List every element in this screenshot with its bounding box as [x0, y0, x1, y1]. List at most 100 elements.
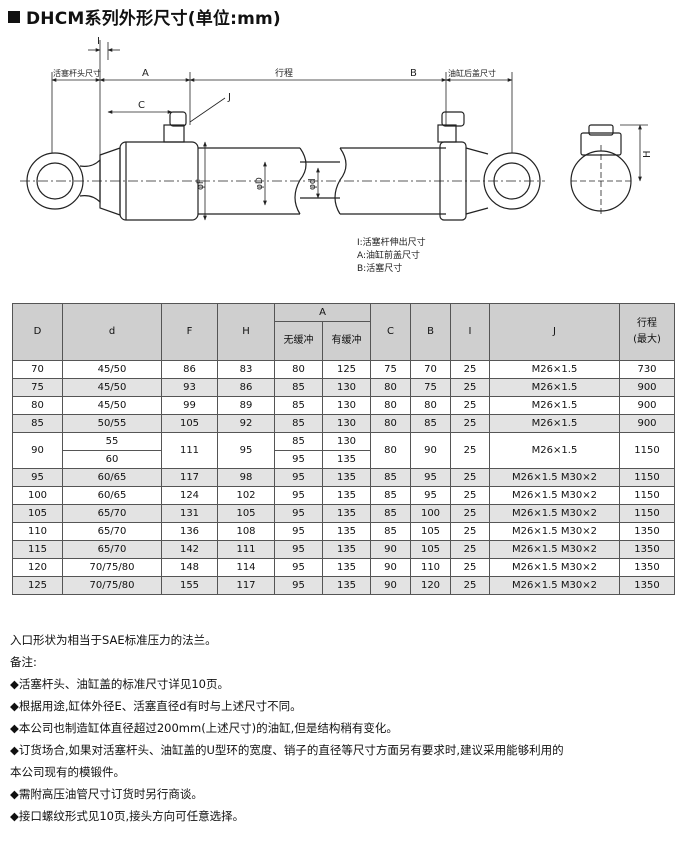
cell-A2: 135: [322, 504, 371, 523]
cell-A2: 135: [322, 576, 371, 595]
cell-C: 80: [370, 414, 411, 433]
cell-A2: 125: [322, 360, 371, 379]
cell-I: 25: [450, 486, 490, 505]
cell-D: 100: [12, 486, 63, 505]
cell-A1: 80: [274, 360, 323, 379]
cell-F: 148: [161, 558, 218, 577]
cell-F: 124: [161, 486, 218, 505]
cell-d: 60: [62, 450, 162, 469]
cell-A1: 95: [274, 522, 323, 541]
cell-F: 86: [161, 360, 218, 379]
cell-H: 102: [217, 486, 275, 505]
cell-A2: 135: [322, 468, 371, 487]
cell-H: 86: [217, 378, 275, 397]
cell-d: 45/50: [62, 378, 162, 397]
dim-d-label: φd: [308, 178, 318, 190]
table-row: 75 45/50 93 86 85 130 80 75 25 M26×1.5 9…: [12, 378, 675, 397]
note-line: 备注:: [10, 655, 37, 669]
cell-D: 105: [12, 504, 63, 523]
table-row: 95 60/65 117 98 95 135 85 95 25 M26×1.5 …: [12, 468, 675, 487]
cell-d: 65/70: [62, 504, 162, 523]
cell-I: 25: [450, 558, 490, 577]
note-line: ◆根据用途,缸体外径E、活塞直径d有时与上述尺寸不同。: [10, 699, 302, 713]
cell-D: 85: [12, 414, 63, 433]
cell-B: 75: [410, 378, 451, 397]
cell-I: 25: [450, 378, 490, 397]
cylinder-drawing-svg: I 活塞杆头尺寸 A 行程 B 油缸后盖尺寸 C J φF φD φd H I:…: [20, 36, 653, 274]
cell-A2: 130: [322, 432, 371, 451]
cell-D: 75: [12, 378, 63, 397]
col-stroke: 行程(最大): [619, 303, 675, 361]
cell-F: 105: [161, 414, 218, 433]
cell-J: M26×1.5 M30×2: [489, 558, 620, 577]
cell-I: 25: [450, 414, 490, 433]
cell-D: 125: [12, 576, 63, 595]
legend-line-2: A:油缸前盖尺寸: [357, 249, 420, 261]
cell-F: 111: [161, 432, 218, 469]
cell-C: 90: [370, 558, 411, 577]
cell-B: 95: [410, 468, 451, 487]
legend-line-1: I:活塞杆伸出尺寸: [357, 236, 426, 248]
cell-H: 92: [217, 414, 275, 433]
cell-d: 55: [62, 432, 162, 451]
table-row: 100 60/65 124 102 95 135 85 95 25 M26×1.…: [12, 486, 675, 505]
cell-J: M26×1.5: [489, 414, 620, 433]
note-line: ◆订货场合,如果对活塞杆头、油缸盖的U型环的宽度、销子的直径等尺寸方面另有要求时…: [10, 743, 564, 757]
cell-d: 45/50: [62, 360, 162, 379]
cell-J: M26×1.5: [489, 432, 620, 469]
dim-B-label: B: [410, 68, 417, 79]
cell-A1: 95: [274, 558, 323, 577]
cell-F: 142: [161, 540, 218, 559]
note-line: ◆活塞杆头、油缸盖的标准尺寸详见10页。: [10, 677, 229, 691]
rod-eye-inner: [36, 162, 74, 200]
cell-d: 60/65: [62, 486, 162, 505]
cell-stroke: 1150: [619, 486, 675, 505]
cell-D: 70: [12, 360, 63, 379]
cell-J: M26×1.5 M30×2: [489, 540, 620, 559]
title-text: DHCM系列外形尺寸(单位:mm): [26, 9, 281, 29]
cell-A2: 135: [322, 450, 371, 469]
cell-A1: 95: [274, 576, 323, 595]
cell-F: 136: [161, 522, 218, 541]
cell-A1: 95: [274, 486, 323, 505]
dim-rod-head-label: 活塞杆头尺寸: [53, 68, 101, 78]
cell-J: M26×1.5: [489, 378, 620, 397]
cell-D: 110: [12, 522, 63, 541]
cell-A2: 130: [322, 378, 371, 397]
cell-C: 80: [370, 378, 411, 397]
table-row: 70 45/50 86 83 80 125 75 70 25 M26×1.5 7…: [12, 360, 675, 379]
cell-H: 83: [217, 360, 275, 379]
col-F: F: [161, 303, 218, 361]
cell-A2: 135: [322, 522, 371, 541]
cell-I: 25: [450, 360, 490, 379]
table-row: 60 95 135: [13, 450, 675, 469]
cell-B: 90: [410, 432, 451, 469]
table-row: 120 70/75/80 148 114 95 135 90 110 25 M2…: [12, 558, 675, 577]
cell-d: 45/50: [62, 396, 162, 415]
cell-B: 100: [410, 504, 451, 523]
dimension-table: D d F H A C B I J 行程(最大) 无缓冲 有缓冲 70 45/5…: [12, 303, 675, 595]
dim-A-label: A: [142, 68, 149, 79]
col-I: I: [450, 303, 490, 361]
cell-C: 85: [370, 522, 411, 541]
cell-stroke: 1350: [619, 522, 675, 541]
col-A-cushion: 有缓冲: [322, 321, 371, 361]
note-line: ◆需附高压油管尺寸订货时另行商谈。: [10, 787, 203, 801]
cell-C: 85: [370, 486, 411, 505]
table-row: 85 50/55 105 92 85 130 80 85 25 M26×1.5 …: [12, 414, 675, 433]
cell-H: 89: [217, 396, 275, 415]
note-line: 入口形状为相当于SAE标准压力的法兰。: [10, 633, 217, 647]
cell-F: 93: [161, 378, 218, 397]
cell-A1: 95: [274, 540, 323, 559]
cell-stroke: 1150: [619, 432, 675, 469]
cell-d: 65/70: [62, 540, 162, 559]
cell-I: 25: [450, 432, 490, 469]
cell-B: 85: [410, 414, 451, 433]
col-A-no-cushion: 无缓冲: [274, 321, 323, 361]
dim-F-label: φF: [196, 179, 206, 190]
cell-J: M26×1.5 M30×2: [489, 486, 620, 505]
table-row: 110 65/70 136 108 95 135 85 105 25 M26×1…: [12, 522, 675, 541]
cell-C: 85: [370, 468, 411, 487]
cylinder-drawing: I 活塞杆头尺寸 A 行程 B 油缸后盖尺寸 C J φF φD φd H I:…: [0, 30, 690, 292]
cell-D: 80: [12, 396, 63, 415]
